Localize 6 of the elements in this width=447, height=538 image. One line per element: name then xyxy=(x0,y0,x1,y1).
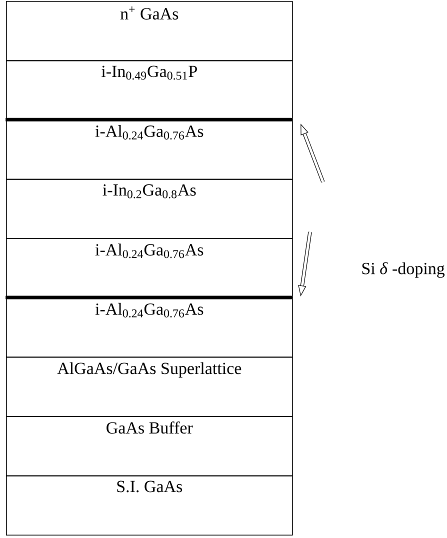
layer-box: i-In$_{0.2}$Ga$_{0.8}$As xyxy=(6,178,293,239)
layer-box: GaAs Buffer xyxy=(6,416,293,476)
layer-box: n$^{+}$ GaAs xyxy=(6,1,293,62)
annotation-text: Si δ -doping xyxy=(362,262,445,278)
layer-box: S.I. GaAs xyxy=(6,475,293,536)
layer-box: AlGaAs/GaAs Superlattice xyxy=(6,356,293,417)
